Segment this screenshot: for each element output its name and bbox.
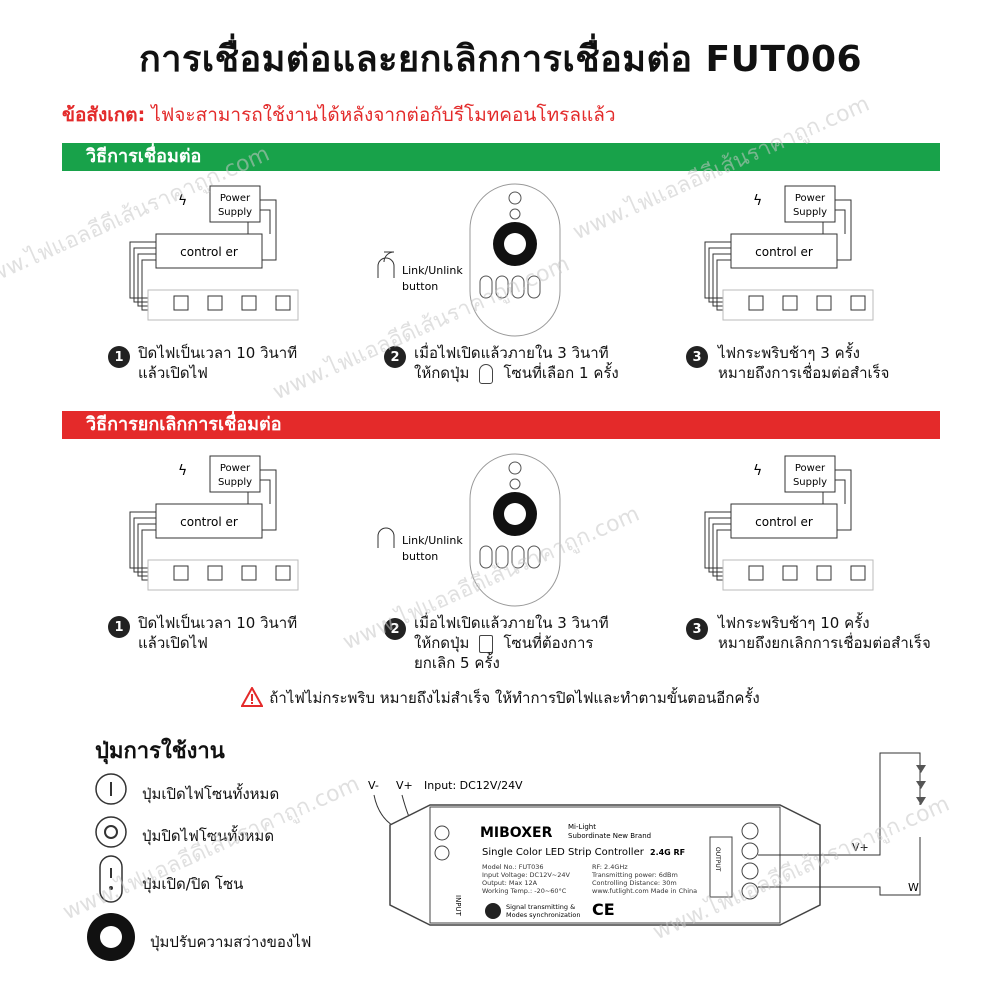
- spec-line: Model No.: FUT036: [482, 863, 544, 871]
- svg-text:V+: V+: [396, 779, 413, 792]
- legend-all-on: ปุ่มเปิดไฟโซนทั้งหมด: [142, 785, 280, 803]
- wiring-diagram-disconnect-3: ϟ Power Supply control er: [704, 455, 874, 591]
- legend-zone: ปุ่มเปิด/ปิด โซน: [142, 875, 244, 893]
- svg-text:ϟ: ϟ: [753, 193, 762, 209]
- svg-text:CE: CE: [592, 900, 615, 919]
- buttons-section-title: ปุ่มการใช้งาน: [95, 739, 225, 764]
- all-on-button-icon: [95, 773, 127, 805]
- svg-text:ϟ: ϟ: [753, 463, 762, 479]
- note-label: ข้อสังเกต:: [62, 104, 146, 126]
- svg-text:MIBOXER: MIBOXER: [480, 825, 553, 841]
- remote-diagram-disconnect: Link/Unlink button: [377, 453, 561, 607]
- svg-text:Modes synchronization: Modes synchronization: [506, 911, 581, 919]
- disconnect-step-2: เมื่อไฟเปิดแล้วภายใน 3 วินาที ให้กดปุ่มโ…: [414, 614, 609, 672]
- wiring-diagram-connect-3: ϟ Power Supply control er: [704, 185, 874, 321]
- svg-text:Subordinate New Brand: Subordinate New Brand: [568, 832, 651, 840]
- spec-line: Input Voltage: DC12V~24V: [482, 871, 571, 879]
- all-off-button-icon: [95, 816, 127, 848]
- spec-line: Controlling Distance: 30m: [592, 879, 677, 887]
- brightness-wheel-icon: [87, 913, 135, 961]
- spec-line: RF: 2.4GHz: [592, 863, 628, 871]
- svg-text:Mi-Light: Mi-Light: [568, 823, 596, 831]
- svg-text:Input: DC12V/24V: Input: DC12V/24V: [424, 779, 523, 792]
- zone-button-icon: [479, 634, 494, 653]
- wiring-diagram-disconnect-1: ϟ Power Supply control er: [129, 455, 299, 591]
- note: ข้อสังเกต: ไฟจะสามารถใช้งานได้หลังจากต่อ…: [62, 100, 616, 130]
- spec-line: www.futlight.com Made in China: [592, 887, 697, 895]
- zone-button-icon: [479, 363, 494, 384]
- power-supply-label: Supply: [793, 207, 827, 218]
- step-number: 2: [384, 346, 406, 368]
- svg-text:V+: V+: [852, 841, 869, 854]
- step-number: 3: [686, 346, 708, 368]
- svg-text:ϟ: ϟ: [178, 463, 187, 479]
- remote-diagram-connect: Link/Unlink button: [377, 183, 561, 337]
- step-number: 2: [384, 618, 406, 640]
- connect-step-3: ไฟกระพริบช้าๆ 3 ครั้งหมายถึงการเชื่อมต่อ…: [718, 344, 890, 382]
- disconnect-step-1: ปิดไฟเป็นเวลา 10 วินาทีแล้วเปิดไฟ: [138, 614, 298, 652]
- power-supply-label: Power: [795, 193, 826, 204]
- disconnect-heading: วิธีการยกเลิกการเชื่อมต่อ: [62, 411, 940, 439]
- page-title: การเชื่อมต่อและยกเลิกการเชื่อมต่อ FUT006: [138, 39, 863, 80]
- svg-text:OUTPUT: OUTPUT: [714, 847, 721, 872]
- power-supply-label: Supply: [793, 477, 827, 488]
- spec-line: Transmitting power: 6dBm: [591, 871, 678, 879]
- controller-box-diagram: V- V+ Input: DC12V/24V MIBOXER Mi-Light …: [368, 752, 926, 926]
- spec-line: Output: Max 12A: [482, 879, 538, 887]
- link-button-label: button: [402, 550, 438, 563]
- warning: ถ้าไฟไม่กระพริบ หมายถึงไม่สำเร็จ ให้ทำกา…: [0, 685, 1001, 710]
- note-text: ไฟจะสามารถใช้งานได้หลังจากต่อกับรีโมทคอน…: [145, 104, 616, 126]
- link-button-label: Link/Unlink: [402, 264, 463, 277]
- power-supply-label: Power: [220, 193, 251, 204]
- controller-label: control er: [755, 245, 813, 259]
- controller-label: control er: [755, 515, 813, 529]
- step-number: 1: [108, 346, 130, 368]
- svg-text:W: W: [908, 881, 919, 894]
- warning-icon: [240, 685, 264, 707]
- svg-text:INPUT: INPUT: [454, 895, 462, 917]
- svg-text:Single Color LED Strip Control: Single Color LED Strip Controller: [482, 847, 645, 858]
- connect-step-1: ปิดไฟเป็นเวลา 10 วินาทีแล้วเปิดไฟ: [138, 344, 298, 382]
- zone-button-icon: [99, 855, 123, 903]
- lightning-icon: ϟ: [178, 193, 187, 209]
- svg-text:V-: V-: [368, 779, 379, 792]
- link-button-label: button: [402, 280, 438, 293]
- link-button-label: Link/Unlink: [402, 534, 463, 547]
- controller-label: control er: [180, 245, 238, 259]
- power-supply-label: Supply: [218, 477, 252, 488]
- power-supply-label: Power: [220, 463, 251, 474]
- legend-all-off: ปุ่มปิดไฟโซนทั้งหมด: [142, 827, 275, 845]
- connect-step-2: เมื่อไฟเปิดแล้วภายใน 3 วินาที ให้กดปุ่มโ…: [414, 344, 619, 384]
- wiring-diagram-connect-1: ϟ Power Supply control er: [129, 185, 299, 321]
- controller-label: control er: [180, 515, 238, 529]
- disconnect-step-3: ไฟกระพริบช้าๆ 10 ครั้งหมายถึงยกเลิกการเช…: [718, 614, 931, 652]
- power-supply-label: Supply: [218, 207, 252, 218]
- step-number: 3: [686, 618, 708, 640]
- power-supply-label: Power: [795, 463, 826, 474]
- svg-text:2.4G RF: 2.4G RF: [650, 848, 685, 857]
- step-number: 1: [108, 616, 130, 638]
- svg-text:Signal transmitting &: Signal transmitting &: [506, 903, 575, 911]
- spec-line: Working Temp.: -20~60°C: [482, 887, 567, 895]
- connect-heading: วิธีการเชื่อมต่อ: [62, 143, 940, 171]
- legend-brightness: ปุ่มปรับความสว่างของไฟ: [150, 933, 312, 951]
